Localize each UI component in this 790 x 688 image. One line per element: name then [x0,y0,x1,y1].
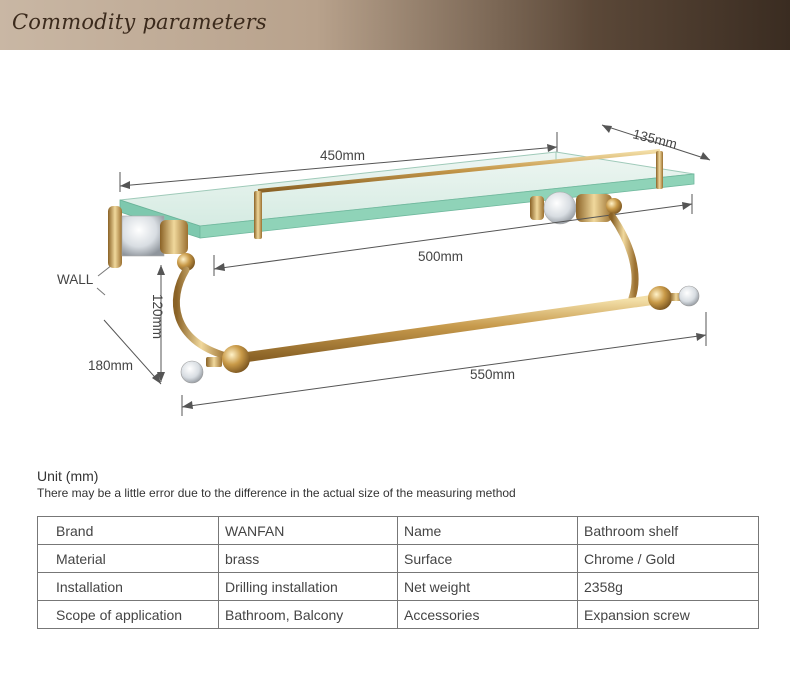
dimension-120: 120mm [150,265,165,382]
dimension-550: 550mm [181,312,707,416]
label-180: 180mm [88,358,133,373]
label-450: 450mm [320,148,365,163]
table-row: Scope of application Bathroom, Balcony A… [37,600,759,629]
param-value: Bathroom, Balcony [218,600,398,629]
unit-note: There may be a little error due to the d… [37,486,516,500]
param-value: WANFAN [218,516,398,545]
label-wall: WALL [57,272,94,287]
param-label: Surface [397,544,578,573]
param-value: Drilling installation [218,572,398,601]
param-label: Scope of application [37,600,219,629]
header-banner: Commodity parameters [0,0,790,50]
label-120: 120mm [150,294,165,339]
param-value: Bathroom shelf [577,516,759,545]
param-label: Name [397,516,578,545]
label-135: 135mm [631,126,678,151]
param-label: Installation [37,572,219,601]
param-label: Material [37,544,219,573]
param-value: brass [218,544,398,573]
param-value: Expansion screw [577,600,759,629]
param-value: Chrome / Gold [577,544,759,573]
param-label: Brand [37,516,219,545]
right-wall-mount [530,191,622,225]
towel-bar [180,285,700,384]
dimension-180: 180mm [88,319,162,385]
dimension-450: 450mm [119,132,558,192]
parameters-table: Brand WANFAN Name Bathroom shelf Materia… [37,516,759,629]
left-wall-mount [108,206,195,271]
label-500: 500mm [418,249,463,264]
page-title: Commodity parameters [12,10,267,34]
param-label: Accessories [397,600,578,629]
product-diagram: 450mm 135mm WALL 120mm 180mm [57,124,711,416]
table-row: Installation Drilling installation Net w… [37,572,759,601]
label-550: 550mm [470,367,515,382]
table-row: Material brass Surface Chrome / Gold [37,544,759,573]
table-row: Brand WANFAN Name Bathroom shelf [37,516,759,545]
param-label: Net weight [397,572,578,601]
unit-title: Unit (mm) [37,468,99,484]
param-value: 2358g [577,572,759,601]
